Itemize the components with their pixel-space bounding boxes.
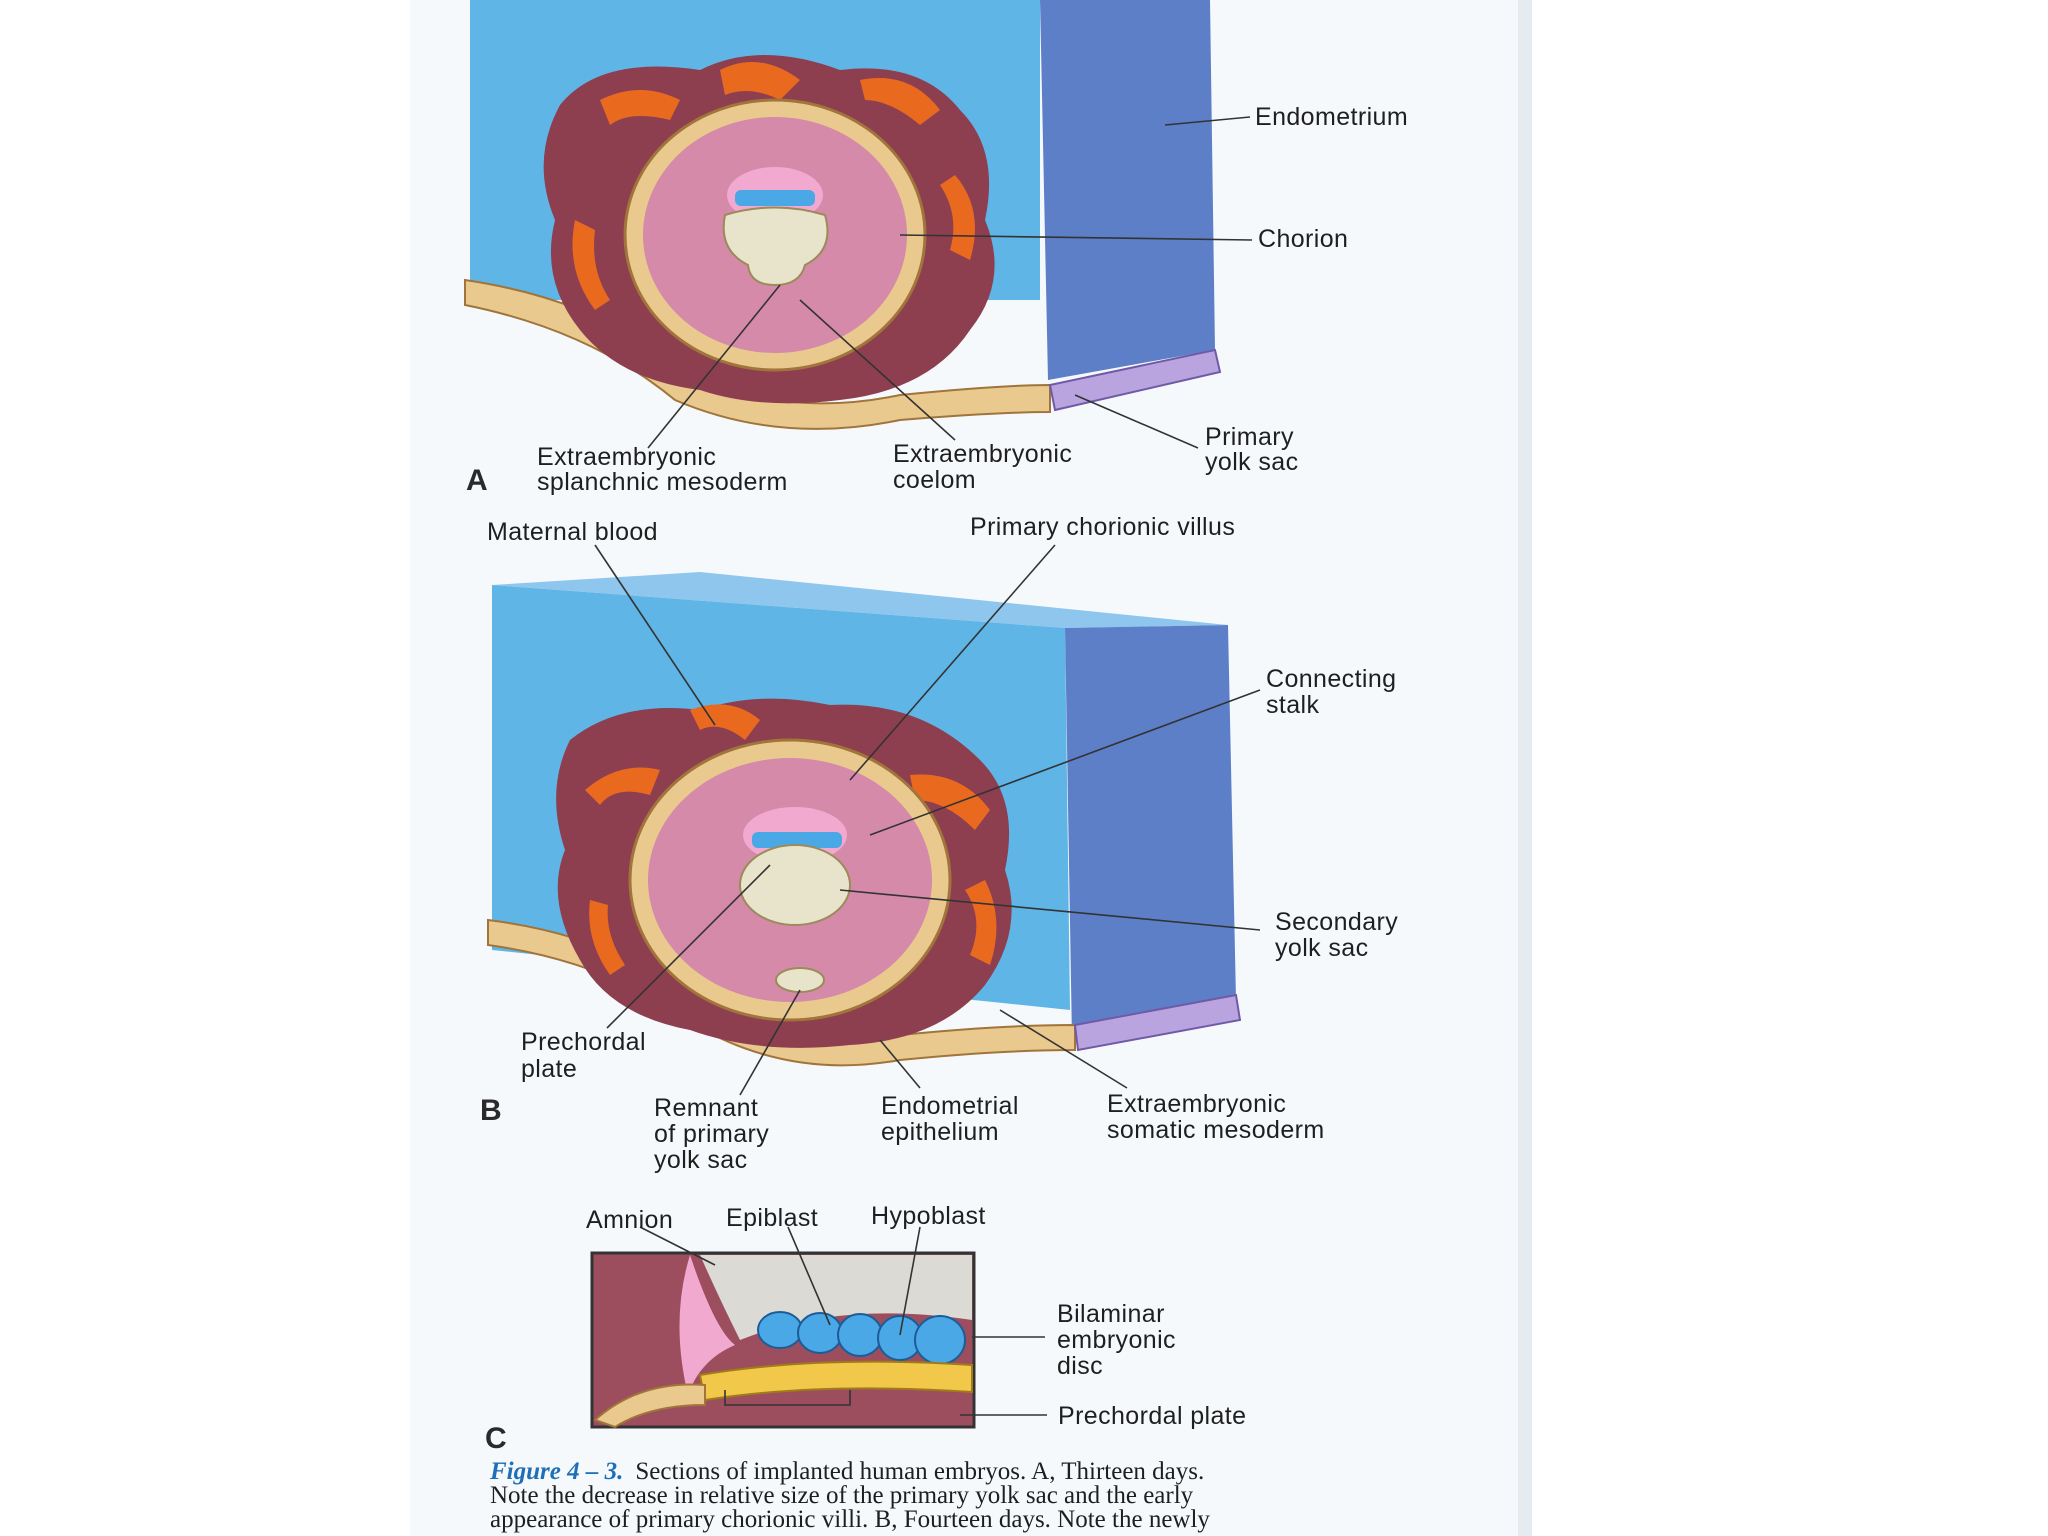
panel-b-endometrium-side [1065,625,1236,1040]
panel-b-illustration [487,572,1242,1067]
label-chorion: Chorion [1258,225,1348,253]
panel-b-epithelium-right [1073,993,1242,1052]
label-epiblast: Epiblast [726,1204,818,1232]
label-prechordal-plate-c: Prechordal plate [1058,1402,1246,1430]
label-bilaminar-disc-2: embryonic [1057,1326,1176,1354]
caption-line-1-text: Sections of implanted human embryos. A, … [635,1458,1205,1485]
caption-line-1: Figure 4 – 3. Sections of implanted human… [490,1458,1490,1485]
caption-line-2: Note the decrease in relative size of th… [490,1482,1194,1509]
label-somatic-mesoderm-2: somatic mesoderm [1107,1116,1325,1144]
panel-b-epiblast [752,832,842,848]
panel-c-amnion [679,1255,735,1395]
label-endometrial-epithelium-1: Endometrial [881,1092,1019,1120]
panel-c-epiblast [757,1311,966,1365]
label-primary-yolk-sac-2: yolk sac [1205,448,1299,476]
panel-label-b: B [480,1094,502,1127]
caption-figure-number: Figure 4 – 3. [490,1458,624,1485]
label-endometrium: Endometrium [1255,103,1408,131]
caption-line-3: appearance of primary chorionic villi. B… [490,1506,1210,1533]
label-splanchnic-mesoderm-2: splanchnic mesoderm [537,468,788,496]
panel-b-labels: Maternal blood Primary chorionic villus … [480,513,1398,1174]
page-spine-shadow [1518,0,1532,1536]
panel-label-a: A [466,464,488,497]
panel-b-remnant-yolk-sac [775,967,825,993]
panel-a-endometrium-side [1040,0,1215,380]
panel-c-illustration [590,1251,976,1429]
label-remnant-yolk-sac-1: Remnant [654,1094,758,1122]
label-extraembryonic-coelom-1: Extraembryonic [893,440,1072,468]
label-connecting-stalk-2: stalk [1266,691,1320,719]
label-secondary-yolk-sac-1: Secondary [1275,908,1398,936]
label-bilaminar-disc-1: Bilaminar [1057,1300,1165,1328]
label-remnant-yolk-sac-3: yolk sac [654,1146,748,1174]
label-bilaminar-disc-3: disc [1057,1352,1103,1380]
panel-b-endometrium-top [492,572,1228,628]
label-splanchnic-mesoderm-1: Extraembryonic [537,443,716,471]
panel-b-secondary-yolk-sac [739,844,851,926]
label-somatic-mesoderm-1: Extraembryonic [1107,1090,1286,1118]
label-primary-yolk-sac-1: Primary [1205,423,1294,451]
label-prechordal-plate-b-2: plate [521,1055,577,1083]
panel-label-c: C [485,1422,507,1455]
panel-b-leader-lines [594,544,1261,1096]
label-hypoblast: Hypoblast [871,1202,986,1230]
label-connecting-stalk-1: Connecting [1266,665,1396,693]
panel-a-primary-yolk-sac [722,206,829,287]
panel-c-leader-lines [639,1226,1047,1416]
panel-a-illustration [464,0,1222,430]
label-secondary-yolk-sac-2: yolk sac [1275,934,1369,962]
panel-c-cytotrophoblast [593,1383,706,1429]
figure-caption: Figure 4 – 3. Sections of implanted human… [490,1458,1490,1533]
label-primary-chorionic-villus: Primary chorionic villus [970,513,1235,541]
label-endometrial-epithelium-2: epithelium [881,1118,999,1146]
panel-c-labels: Amnion Epiblast Hypoblast Bilaminar embr… [485,1202,1246,1455]
label-prechordal-plate-b-1: Prechordal [521,1028,646,1056]
panel-c-hypoblast [698,1360,973,1402]
label-maternal-blood: Maternal blood [487,518,658,546]
panel-a-labels: Endometrium Chorion Primary yolk sac Ext… [466,103,1408,497]
panel-a-epiblast [735,190,815,206]
panel-a-epithelium-right [1048,348,1222,412]
label-amnion: Amnion [586,1206,673,1234]
panel-a-leader-lines [647,116,1253,449]
label-extraembryonic-coelom-2: coelom [893,466,976,494]
label-remnant-yolk-sac-2: of primary [654,1120,769,1148]
